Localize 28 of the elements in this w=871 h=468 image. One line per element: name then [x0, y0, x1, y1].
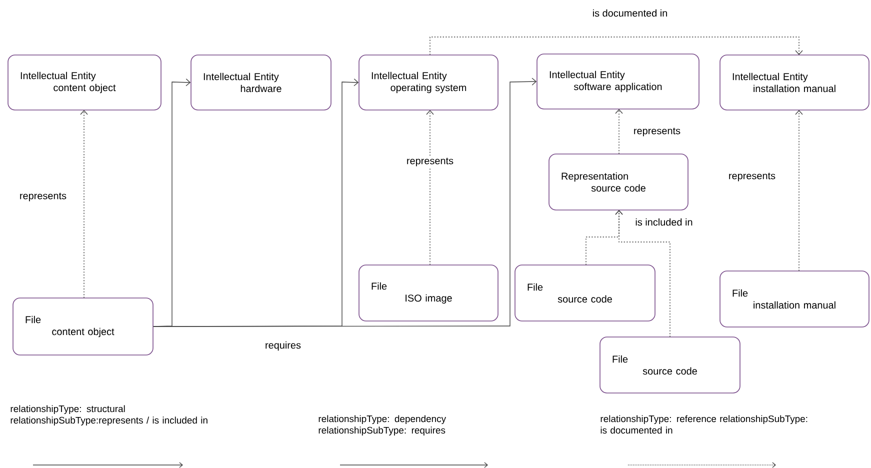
edge-label: represents: [405, 156, 455, 168]
legend-text: relationshipType: reference relationshipSubType: is documented in: [600, 415, 808, 434]
edge-label: represents: [18, 192, 68, 202]
arrow: [615, 109, 623, 154]
entity-box: File content object: [12, 298, 154, 356]
edge-label: represents: [632, 126, 682, 138]
arrow: [153, 78, 537, 327]
legend-text: relationshipType: dependency relationshipSubType: requires: [318, 415, 446, 436]
entity-box: Intellectual Entity content object: [8, 54, 162, 110]
arrow: [430, 36, 803, 56]
edge-label: is included in: [634, 217, 694, 227]
entity-box: File source code: [600, 336, 740, 394]
edge-label: is documented in: [591, 8, 669, 18]
arrow: [795, 110, 803, 272]
arrow: [426, 110, 434, 266]
legend-text: relationshipType: structural relationshipSubType:represents / is included in: [10, 405, 208, 426]
entity-box: Representation source code: [548, 154, 688, 210]
arrow: [80, 110, 88, 298]
entity-box: File installation manual: [720, 270, 870, 328]
entity-box: Intellectual Entity hardware: [190, 54, 332, 110]
entity-box: File source code: [514, 264, 656, 322]
edge-label: requires: [264, 340, 302, 352]
arrow: [615, 210, 670, 338]
entity-box: Intellectual Entity operating system: [358, 54, 498, 110]
entity-box: Intellectual Entity software application: [536, 54, 700, 110]
edge-label: represents: [727, 172, 777, 182]
entity-box: File ISO image: [358, 264, 498, 322]
entity-box: Intellectual Entity installation manual: [720, 54, 870, 110]
